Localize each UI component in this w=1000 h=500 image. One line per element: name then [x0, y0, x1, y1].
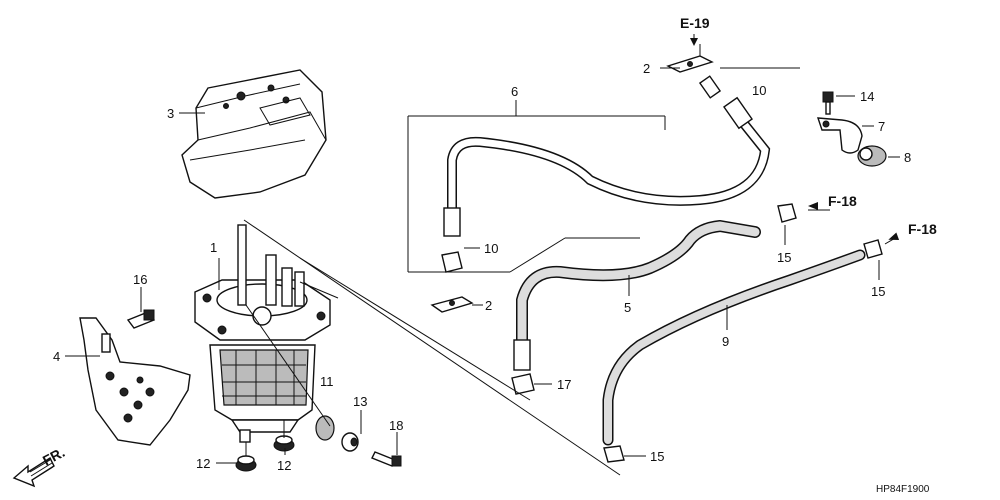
callout-13: 13 — [353, 394, 367, 409]
callout-4: 4 — [53, 349, 60, 364]
callout-16: 16 — [133, 272, 147, 287]
diagram-code: HP84F1900 — [876, 484, 930, 495]
grommet-12-right — [273, 435, 295, 452]
bolt-16 — [126, 309, 156, 329]
callout-12-right: 12 — [277, 458, 291, 473]
callout-10-top: 10 — [752, 83, 766, 98]
pump-bracket — [79, 317, 191, 446]
ref-f18-b: F-18 — [908, 221, 937, 237]
callout-5: 5 — [624, 300, 631, 315]
callout-7: 7 — [878, 119, 885, 134]
callout-8: 8 — [904, 150, 911, 165]
callout-12-left: 12 — [196, 456, 210, 471]
callout-numbers: 1 2 2 3 4 5 6 7 8 9 10 10 11 12 12 13 14… — [53, 61, 911, 473]
ref-f18-a: F-18 — [828, 193, 857, 209]
callout-17: 17 — [557, 377, 571, 392]
callout-15-a: 15 — [777, 250, 791, 265]
grommet-8 — [857, 145, 887, 167]
callout-15-b: 15 — [871, 284, 885, 299]
callout-14: 14 — [860, 89, 874, 104]
ref-e19: E-19 — [680, 15, 710, 31]
collar-13 — [341, 432, 359, 452]
clamp-15-b — [863, 239, 883, 259]
leader-lines — [65, 44, 900, 476]
clamp-15-a — [777, 203, 797, 223]
callout-15-c: 15 — [650, 449, 664, 464]
callout-11: 11 — [320, 374, 334, 389]
callout-18: 18 — [389, 418, 403, 433]
fuel-hose-5 — [513, 219, 761, 371]
callout-3: 3 — [167, 106, 174, 121]
front-direction-arrow-icon: FR. — [12, 444, 67, 488]
hose-bracket-7 — [817, 117, 863, 154]
connector-2-lower — [430, 296, 474, 313]
callout-10-lower: 10 — [484, 241, 498, 256]
callout-2-top: 2 — [643, 61, 650, 76]
bolt-18 — [371, 451, 402, 467]
clamp-15-c — [603, 445, 625, 463]
callout-6: 6 — [511, 84, 518, 99]
clamp-17 — [511, 373, 535, 395]
connector-2-top — [666, 55, 714, 73]
callout-2-lower: 2 — [485, 298, 492, 313]
grommet-12-left — [235, 455, 257, 472]
joint-10-lower — [441, 251, 463, 273]
fuel-pump — [194, 224, 331, 443]
bolt-14 — [822, 91, 834, 115]
fuel-hose-9 — [602, 249, 866, 446]
section-references: E-19 F-18 F-18 — [680, 15, 937, 241]
grommet-11 — [315, 415, 335, 441]
fuel-pump-cover — [181, 69, 327, 199]
callout-1: 1 — [210, 240, 217, 255]
callout-9: 9 — [722, 334, 729, 349]
fuel-hose-6 — [443, 75, 771, 237]
